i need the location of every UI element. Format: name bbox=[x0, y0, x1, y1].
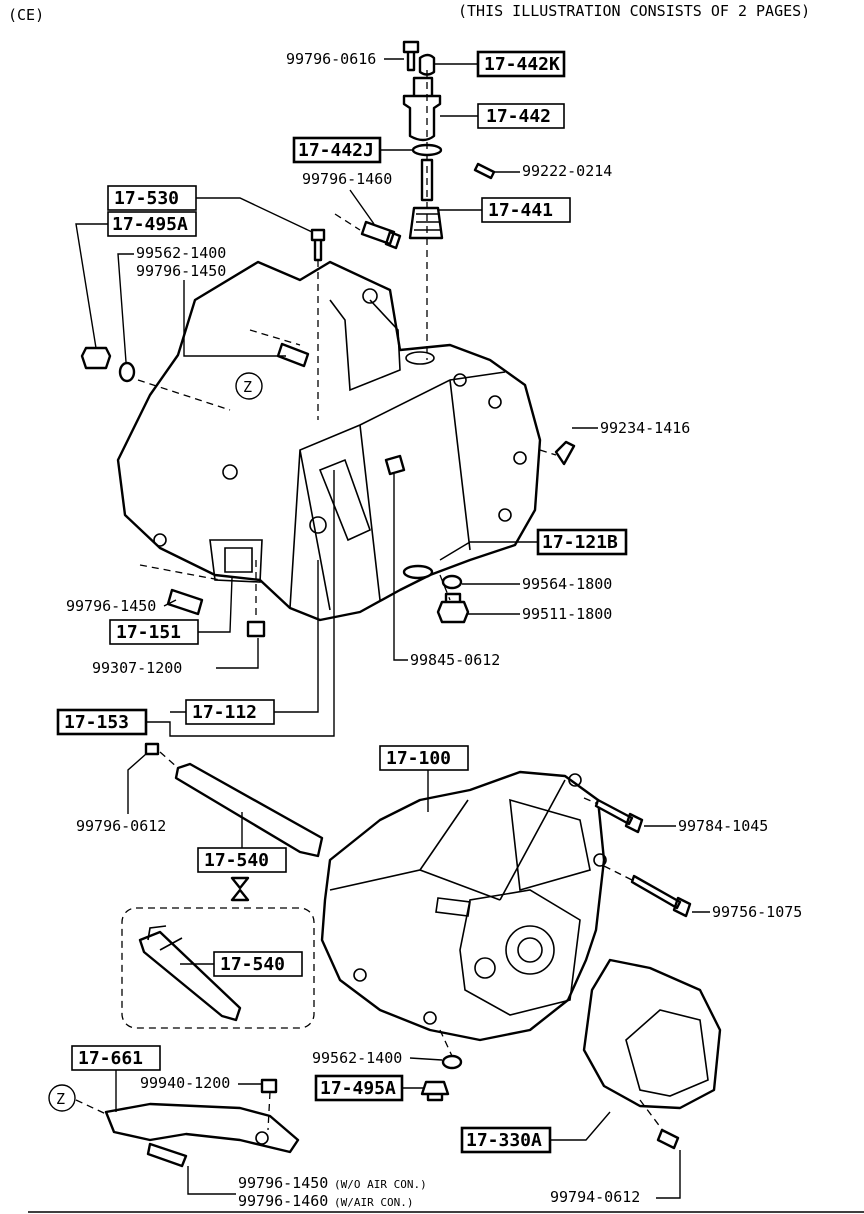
marker-z-top-text: Z bbox=[243, 378, 252, 396]
speedometer-assembly bbox=[402, 40, 496, 240]
bolt-99796-1450-top bbox=[276, 342, 310, 368]
callout-17-540-a: 17-540 bbox=[204, 850, 269, 871]
clutch-housing bbox=[116, 260, 542, 622]
plug-99511-1800 bbox=[436, 592, 470, 624]
callout-17-495A-bottom: 17-495A bbox=[320, 1078, 396, 1099]
label-99794-0612: 99794-0612 bbox=[550, 1188, 640, 1206]
fork-17-540-lower bbox=[138, 930, 242, 1022]
callout-17-153: 17-153 bbox=[64, 712, 129, 733]
callout-17-112: 17-112 bbox=[192, 702, 257, 723]
driven-gear-17-441 bbox=[408, 206, 444, 240]
label-99307-1200: 99307-1200 bbox=[92, 659, 182, 677]
bolt-17-530 bbox=[310, 228, 326, 262]
bolt-99796-1460-top bbox=[360, 220, 402, 250]
label-99784-1045: 99784-1045 bbox=[678, 817, 768, 835]
label-99796-1460-top: 99796-1460 bbox=[302, 170, 392, 188]
cover-17-330A bbox=[582, 958, 722, 1110]
callout-17-661: 17-661 bbox=[78, 1048, 143, 1069]
label-99796-1450-top: 99796-1450 bbox=[136, 262, 226, 280]
label-99562-1400-top: 99562-1400 bbox=[136, 244, 226, 262]
label-99940-1200: 99940-1200 bbox=[140, 1074, 230, 1092]
washer-99562-1400-top bbox=[118, 361, 136, 383]
bolt-99796-0616 bbox=[402, 40, 420, 72]
callout-17-530: 17-530 bbox=[114, 188, 179, 209]
label-99222-0214: 99222-0214 bbox=[522, 162, 612, 180]
speedo-port bbox=[405, 351, 435, 365]
bolt-99794-0612 bbox=[656, 1128, 680, 1150]
housing-outline bbox=[116, 260, 542, 622]
cap-17-442K bbox=[418, 53, 436, 76]
label-99511-1800: 99511-1800 bbox=[522, 605, 612, 623]
bolt-99796-1450-bottom bbox=[146, 1142, 188, 1168]
label-99845-0612: 99845-0612 bbox=[410, 651, 500, 669]
marker-z-bottom bbox=[48, 1084, 76, 1112]
bushing-99307-1200 bbox=[246, 620, 266, 638]
label-99796-0616: 99796-0616 bbox=[286, 50, 376, 68]
plug-17-495A-top bbox=[80, 346, 112, 370]
release-fork bbox=[318, 458, 372, 542]
bracket-17-661 bbox=[104, 1102, 300, 1154]
label-99756-1075: 99756-1075 bbox=[712, 903, 802, 921]
callout-17-441: 17-441 bbox=[488, 200, 553, 221]
bolt-99784-1045 bbox=[594, 798, 644, 834]
housing-window bbox=[209, 539, 263, 583]
case-outline bbox=[320, 770, 606, 1042]
drain-seat bbox=[402, 564, 434, 580]
bolt-99796-0612 bbox=[144, 742, 160, 756]
stud-99845-0612 bbox=[384, 454, 406, 476]
marker-z-bottom-text: Z bbox=[56, 1090, 65, 1108]
transaxle-case bbox=[320, 770, 607, 1042]
sleeve-17-442 bbox=[402, 76, 442, 142]
fork-17-540-upper bbox=[174, 762, 324, 858]
bolt-99796-1450-left bbox=[166, 588, 204, 616]
label-99234-1416: 99234-1416 bbox=[600, 419, 690, 437]
label-99796-0612: 99796-0612 bbox=[76, 817, 166, 835]
interchange-arrow-icon bbox=[230, 876, 250, 902]
pin-99234-1416 bbox=[554, 440, 576, 466]
label-99796-1450-bottom: 99796-1450 bbox=[238, 1174, 328, 1192]
case-bearing-face bbox=[459, 889, 581, 1016]
washer-99564-1800 bbox=[441, 574, 463, 590]
header-note: (THIS ILLUSTRATION CONSISTS OF 2 PAGES) bbox=[458, 2, 810, 20]
marker-z-top bbox=[235, 372, 263, 400]
label-99796-1460-bottom: 99796-1460 bbox=[238, 1192, 328, 1210]
pin-99222-0214 bbox=[473, 162, 496, 180]
callout-17-442J: 17-442J bbox=[298, 140, 374, 161]
label-99562-1400-bottom: 99562-1400 bbox=[312, 1049, 402, 1067]
callout-17-495A-top: 17-495A bbox=[112, 214, 188, 235]
bolt-99756-1075 bbox=[630, 874, 692, 918]
note-wo-air-con: (W/O AIR CON.) bbox=[334, 1178, 427, 1191]
callout-17-121B: 17-121B bbox=[542, 532, 618, 553]
callout-17-442K: 17-442K bbox=[484, 54, 560, 75]
plug-17-495A-bottom bbox=[420, 1080, 450, 1102]
nut-99940-1200 bbox=[260, 1078, 278, 1094]
callout-17-540-b: 17-540 bbox=[220, 954, 285, 975]
alternative-frame bbox=[121, 907, 315, 1029]
callout-17-100-box bbox=[379, 745, 469, 771]
header-code: (CE) bbox=[8, 6, 44, 24]
callout-17-151: 17-151 bbox=[116, 622, 181, 643]
callout-17-330A: 17-330A bbox=[466, 1130, 542, 1151]
label-99564-1800: 99564-1800 bbox=[522, 575, 612, 593]
note-w-air-con: (W/AIR CON.) bbox=[334, 1196, 413, 1209]
label-99796-1450-left: 99796-1450 bbox=[66, 597, 156, 615]
callout-17-442: 17-442 bbox=[486, 106, 551, 127]
callout-17-100: 17-100 bbox=[386, 748, 451, 769]
washer-99562-1400-bottom bbox=[441, 1054, 463, 1070]
